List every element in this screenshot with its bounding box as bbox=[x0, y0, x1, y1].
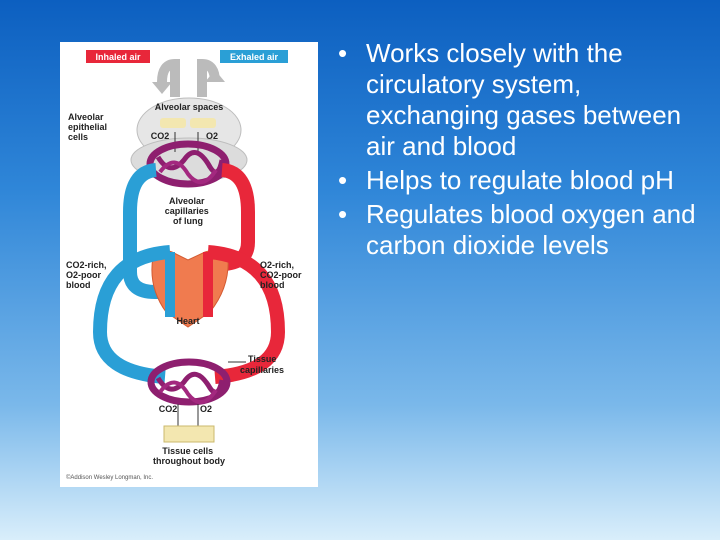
exhaled-air-label: Exhaled air bbox=[230, 52, 279, 62]
systemic-artery-red bbox=[207, 245, 286, 384]
tissue-cells-label: Tissue cells throughout body bbox=[153, 446, 225, 466]
inhaled-air-label: Inhaled air bbox=[95, 52, 141, 62]
alveolar-spaces-label: Alveolar spaces bbox=[155, 102, 224, 112]
bullet-dot: • bbox=[338, 38, 348, 68]
bullet-text: Helps to regulate blood pH bbox=[366, 165, 674, 195]
epithelial-cell bbox=[190, 118, 216, 128]
copyright-label: ©Addison Wesley Longman, Inc. bbox=[66, 474, 153, 481]
heart-label: Heart bbox=[176, 316, 199, 326]
exhaled-air-badge bbox=[220, 50, 288, 63]
systemic-vein-blue bbox=[92, 245, 171, 384]
lung-capillary-loop bbox=[158, 160, 218, 184]
bullet-text: Regulates blood oxygen and carbon dioxid… bbox=[366, 199, 696, 260]
inhaled-air-badge bbox=[86, 50, 150, 63]
bullet-text: Works closely with the circulatory syste… bbox=[366, 38, 682, 161]
tissue-cells bbox=[163, 425, 215, 443]
bullet-item: • Helps to regulate blood pH bbox=[334, 165, 714, 196]
bullet-item: • Works closely with the circulatory syst… bbox=[334, 38, 714, 162]
epithelial-cell bbox=[160, 118, 186, 128]
alveolar-epithelial-cells-label: Alveolar epithelial cells bbox=[68, 112, 110, 142]
gas-exchange-diagram: Inhaled air Exhaled air Alveolar spaces … bbox=[66, 50, 304, 481]
inhaled-arrowhead bbox=[152, 82, 172, 94]
tissue-capillary-loop bbox=[158, 380, 218, 404]
tissue-capillaries-label: Tissue capillaries bbox=[240, 354, 284, 375]
inhaled-airway-arrow bbox=[157, 58, 180, 97]
respiratory-circulation-figure: Inhaled air Exhaled air Alveolar spaces … bbox=[60, 42, 318, 487]
co2-alveolar-label: CO2 bbox=[151, 131, 170, 141]
co2-tissue-label: CO2 bbox=[159, 404, 178, 414]
bullet-item: • Regulates blood oxygen and carbon dioxi… bbox=[334, 199, 714, 261]
tissue-capillary-bed bbox=[147, 358, 231, 406]
o2-tissue-label: O2 bbox=[200, 404, 212, 414]
o2-rich-blood-label: O2-rich, CO2-poor blood bbox=[260, 260, 304, 290]
exhaled-arrowhead bbox=[205, 70, 225, 82]
co2-rich-blood-label: CO2-rich, O2-poor blood bbox=[66, 260, 109, 290]
bullet-dot: • bbox=[338, 165, 348, 195]
bullet-dot: • bbox=[338, 199, 348, 229]
alveolar-capillaries-label: Alveolar capillaries of lung bbox=[165, 196, 212, 226]
bullet-list: • Works closely with the circulatory syst… bbox=[334, 38, 714, 264]
o2-alveolar-label: O2 bbox=[206, 131, 218, 141]
